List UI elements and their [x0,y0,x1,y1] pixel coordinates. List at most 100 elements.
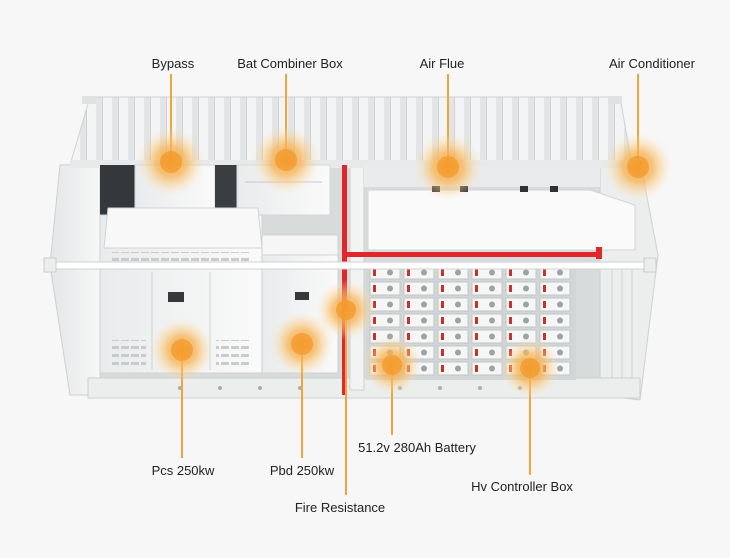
battery-connector [557,301,563,308]
glow-hv-controller-box [500,338,560,398]
battery-terminal [475,333,478,340]
fire-pipe-end [596,247,602,259]
battery-connector [557,285,563,292]
battery-terminal [407,285,410,292]
battery-connector [455,317,461,324]
battery-module [471,281,503,296]
battery-connector [387,301,393,308]
battery-connector [523,333,529,340]
glow-bypass [137,128,205,196]
battery-terminal [441,301,444,308]
battery-terminal [407,301,410,308]
battery-module [471,345,503,360]
battery-module [505,313,537,328]
battery-connector [489,349,495,356]
glow-pcs [150,318,214,382]
battery-terminal [373,285,376,292]
callout-label-bypass: Bypass [151,56,195,71]
battery-connector [421,349,427,356]
battery-terminal [543,333,546,340]
battery-terminal [543,317,546,324]
battery-connector [455,269,461,276]
center-partition [349,164,365,391]
battery-module [539,281,571,296]
battery-terminal [509,333,512,340]
pcs-display [168,292,184,302]
battery-terminal [441,333,444,340]
bypass-gap [215,165,237,210]
battery-terminal [441,349,444,356]
battery-connector [455,285,461,292]
battery-connector [489,333,495,340]
pcs-vent-right [216,340,250,366]
glow-air-conditioner [604,133,672,201]
battery-terminal [441,285,444,292]
fire-pipe-horizontal [342,252,600,257]
battery-connector [421,333,427,340]
battery-module [403,281,435,296]
battery-module [505,281,537,296]
battery-connector [523,317,529,324]
battery-connector [489,285,495,292]
rail-end-right [643,257,657,273]
callout-label-pcs: Pcs 250kw [151,463,215,478]
battery-terminal [407,333,410,340]
battery-module [471,329,503,344]
fire-resistance-pipe [342,165,602,395]
fire-pipe-vertical [342,165,347,395]
battery-module [437,297,469,312]
callout-label-air-conditioner: Air Conditioner [609,56,695,71]
battery-terminal [407,269,410,276]
battery-module [437,329,469,344]
battery-terminal [509,269,512,276]
battery-connector [523,285,529,292]
battery-connector [489,317,495,324]
battery-module [403,329,435,344]
battery-terminal [373,269,376,276]
battery-connector [489,269,495,276]
pbd-top [261,234,339,256]
battery-module [505,297,537,312]
front-rail [43,257,657,273]
battery-connector [557,349,563,356]
air-flue-duct [364,165,636,251]
battery-connector [455,301,461,308]
battery-terminal [475,349,478,356]
battery-terminal [475,285,478,292]
duct-body [367,189,636,251]
battery-module [437,361,469,376]
battery-module [437,313,469,328]
battery-terminal [475,317,478,324]
glow-bat-combiner-box [252,126,320,194]
battery-terminal [543,269,546,276]
battery-module [369,281,401,296]
battery-connector [557,269,563,276]
duct-bracket-3 [520,186,528,192]
battery-module [437,281,469,296]
callout-label-hv-controller-box: Hv Controller Box [471,479,573,494]
battery-terminal [441,317,444,324]
battery-terminal [441,365,444,372]
callout-label-pbd: Pbd 250kw [269,463,335,478]
pbd-display [295,292,309,300]
battery-terminal [475,301,478,308]
battery-connector [557,333,563,340]
callout-label-battery: 51.2v 280Ah Battery [358,440,476,455]
battery-terminal [543,285,546,292]
pcs-vent-left [112,340,146,366]
pcs-top-vent [112,252,250,264]
battery-connector [421,269,427,276]
callout-label-bat-combiner-box: Bat Combiner Box [237,56,343,71]
duct-bracket-4 [550,186,558,192]
battery-terminal [509,317,512,324]
battery-connector [455,365,461,372]
pcs-hood [103,207,263,249]
battery-terminal [543,301,546,308]
battery-module [403,313,435,328]
battery-terminal [407,317,410,324]
left-end-frame [49,164,101,396]
callout-label-air-flue: Air Flue [419,56,465,71]
callout-glows [137,126,672,398]
